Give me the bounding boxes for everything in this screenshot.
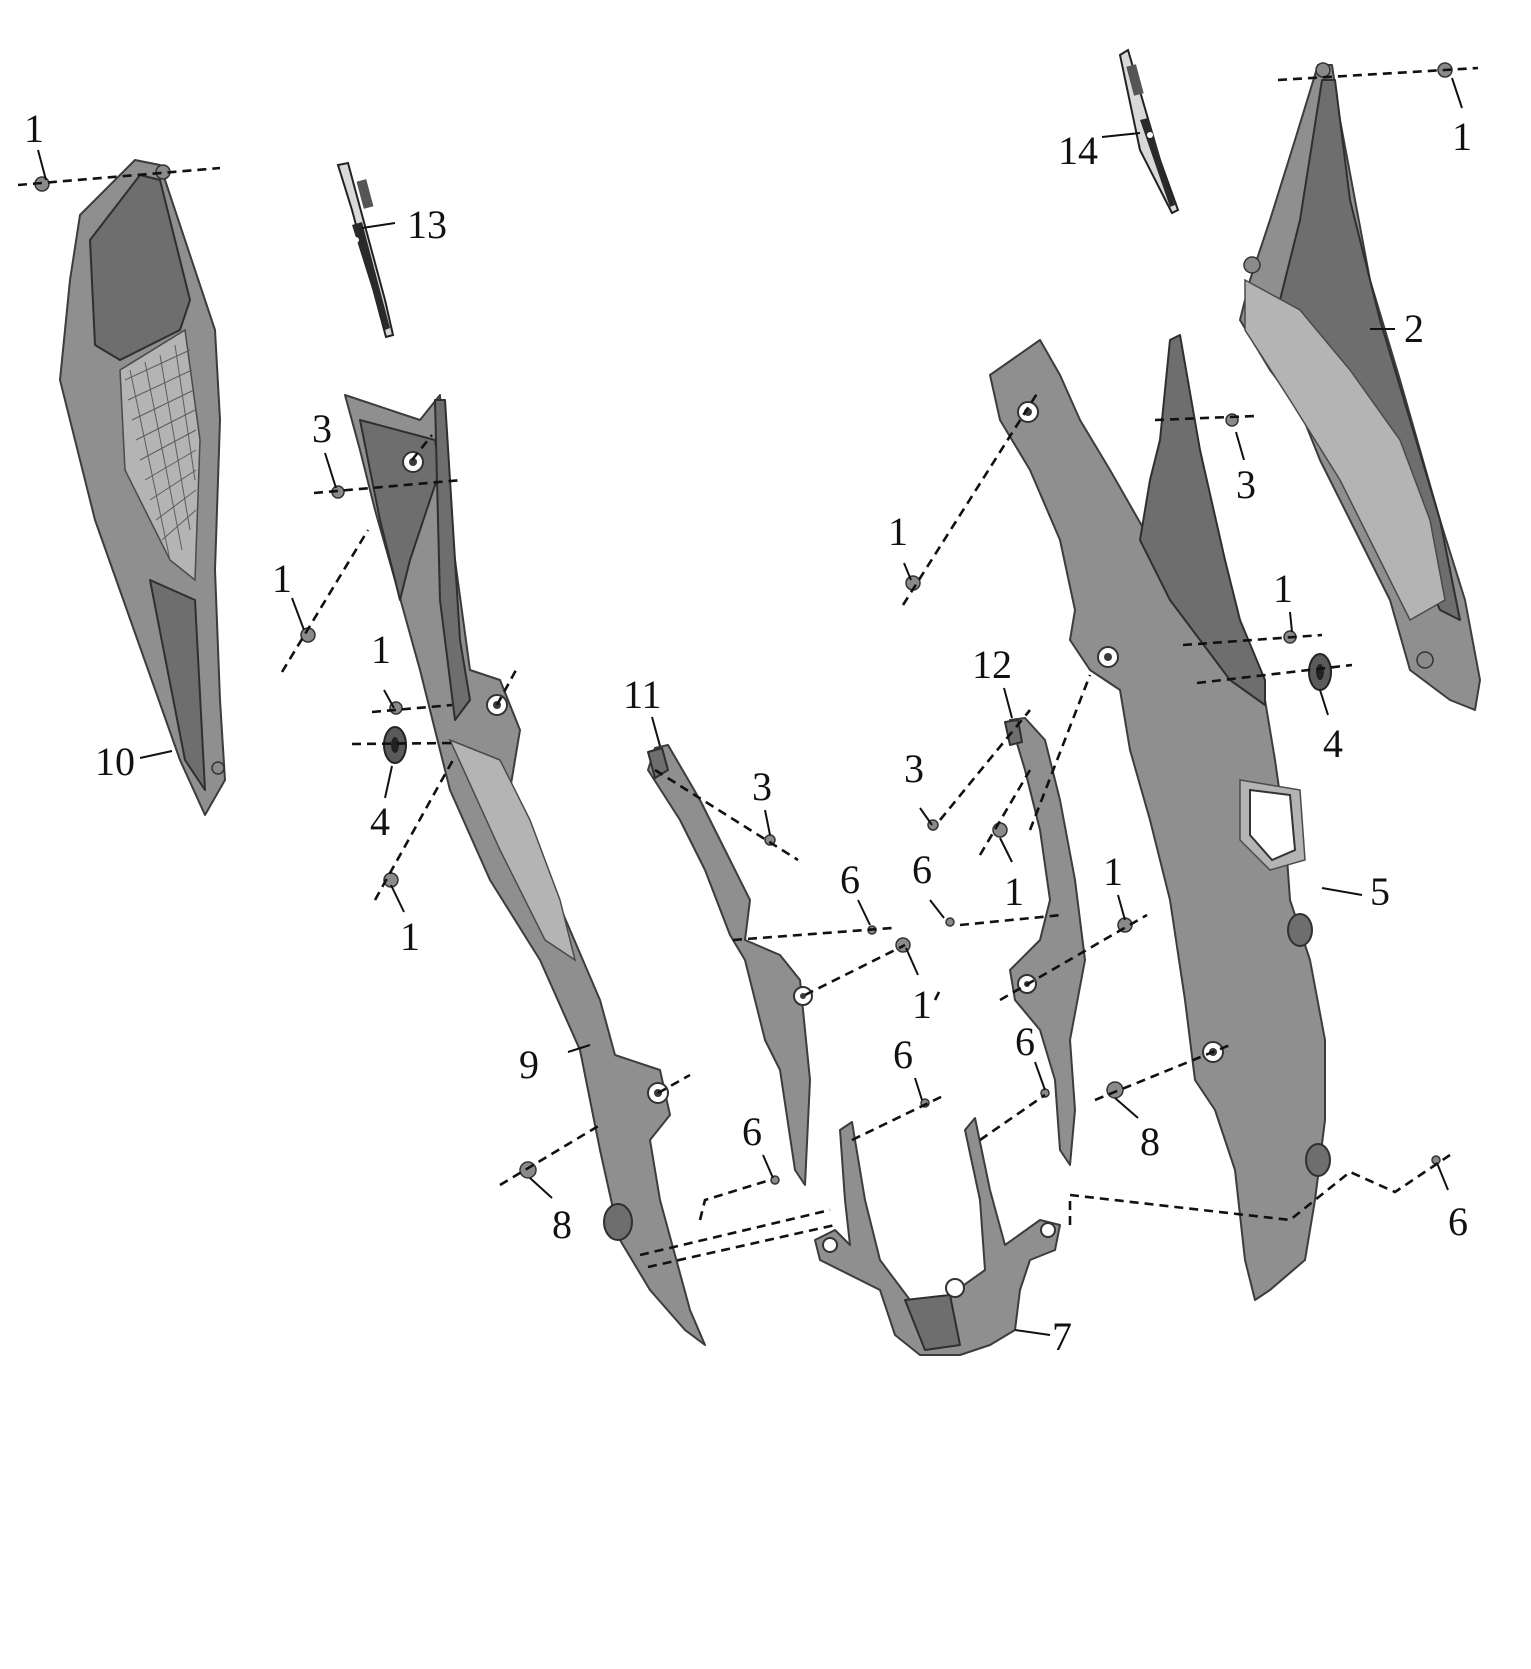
part-9-left-side-cover (344, 394, 706, 1346)
part-7-lower-u-bracket (814, 1117, 1061, 1356)
callout-6-center-left: 6 (840, 857, 860, 902)
callout-11: 11 (623, 672, 662, 717)
callout-8-right: 8 (1140, 1119, 1160, 1164)
callout-6-lower-left: 6 (742, 1109, 762, 1154)
part-14-bracket (1118, 48, 1180, 215)
callout-1-center-mid: 1 (1004, 869, 1024, 914)
callout-7: 7 (1052, 1314, 1072, 1359)
callout-1-center-lower: 1 (912, 982, 932, 1027)
assembly-lines (17, 66, 1479, 1269)
callout-6-lower-center: 6 (893, 1032, 913, 1077)
callout-6-lower-right: 6 (1015, 1019, 1035, 1064)
part-2-right-upper-cover (1239, 62, 1481, 711)
callout-1-left-lower: 1 (400, 914, 420, 959)
part-12-inner-bracket-right (1004, 717, 1086, 1166)
callout-6-far-right: 6 (1448, 1199, 1468, 1244)
callout-3-center-right: 3 (904, 746, 924, 791)
callout-12: 12 (972, 642, 1012, 687)
callout-labels: 1 1 1 1 1 1 1 1 1 1 2 3 3 3 3 4 4 5 6 6 … (24, 106, 1472, 1359)
leader-lines (37, 77, 1463, 1336)
part-5-right-side-cover (989, 334, 1331, 1301)
callout-4-right: 4 (1323, 721, 1343, 766)
grommet-left (383, 726, 407, 764)
callout-8-left: 8 (552, 1202, 572, 1247)
callout-1-right-upper: 1 (1273, 566, 1293, 611)
part-10-left-grille-panel (59, 159, 226, 816)
callout-2: 2 (1404, 306, 1424, 351)
callout-10: 10 (95, 739, 135, 784)
callout-1-right-mid: 1 (1103, 849, 1123, 894)
callout-14: 14 (1058, 128, 1098, 173)
callout-5: 5 (1370, 869, 1390, 914)
callout-1-left-mid: 1 (371, 627, 391, 672)
callout-3-center-left: 3 (752, 764, 772, 809)
callout-3-left: 3 (312, 406, 332, 451)
callout-9: 9 (519, 1042, 539, 1087)
callout-4-left: 4 (370, 799, 390, 844)
callout-1-top-left: 1 (24, 106, 44, 151)
callout-1-top-right: 1 (1452, 114, 1472, 159)
grommet-right (1308, 653, 1332, 691)
callout-3-right: 3 (1236, 462, 1256, 507)
callout-6-center-right: 6 (912, 847, 932, 892)
callout-1-left-upper: 1 (272, 556, 292, 601)
callout-13: 13 (407, 202, 447, 247)
callout-1-center-upper: 1 (888, 509, 908, 554)
part-13-bracket (336, 161, 395, 339)
part-11-inner-bracket-left (647, 744, 813, 1186)
